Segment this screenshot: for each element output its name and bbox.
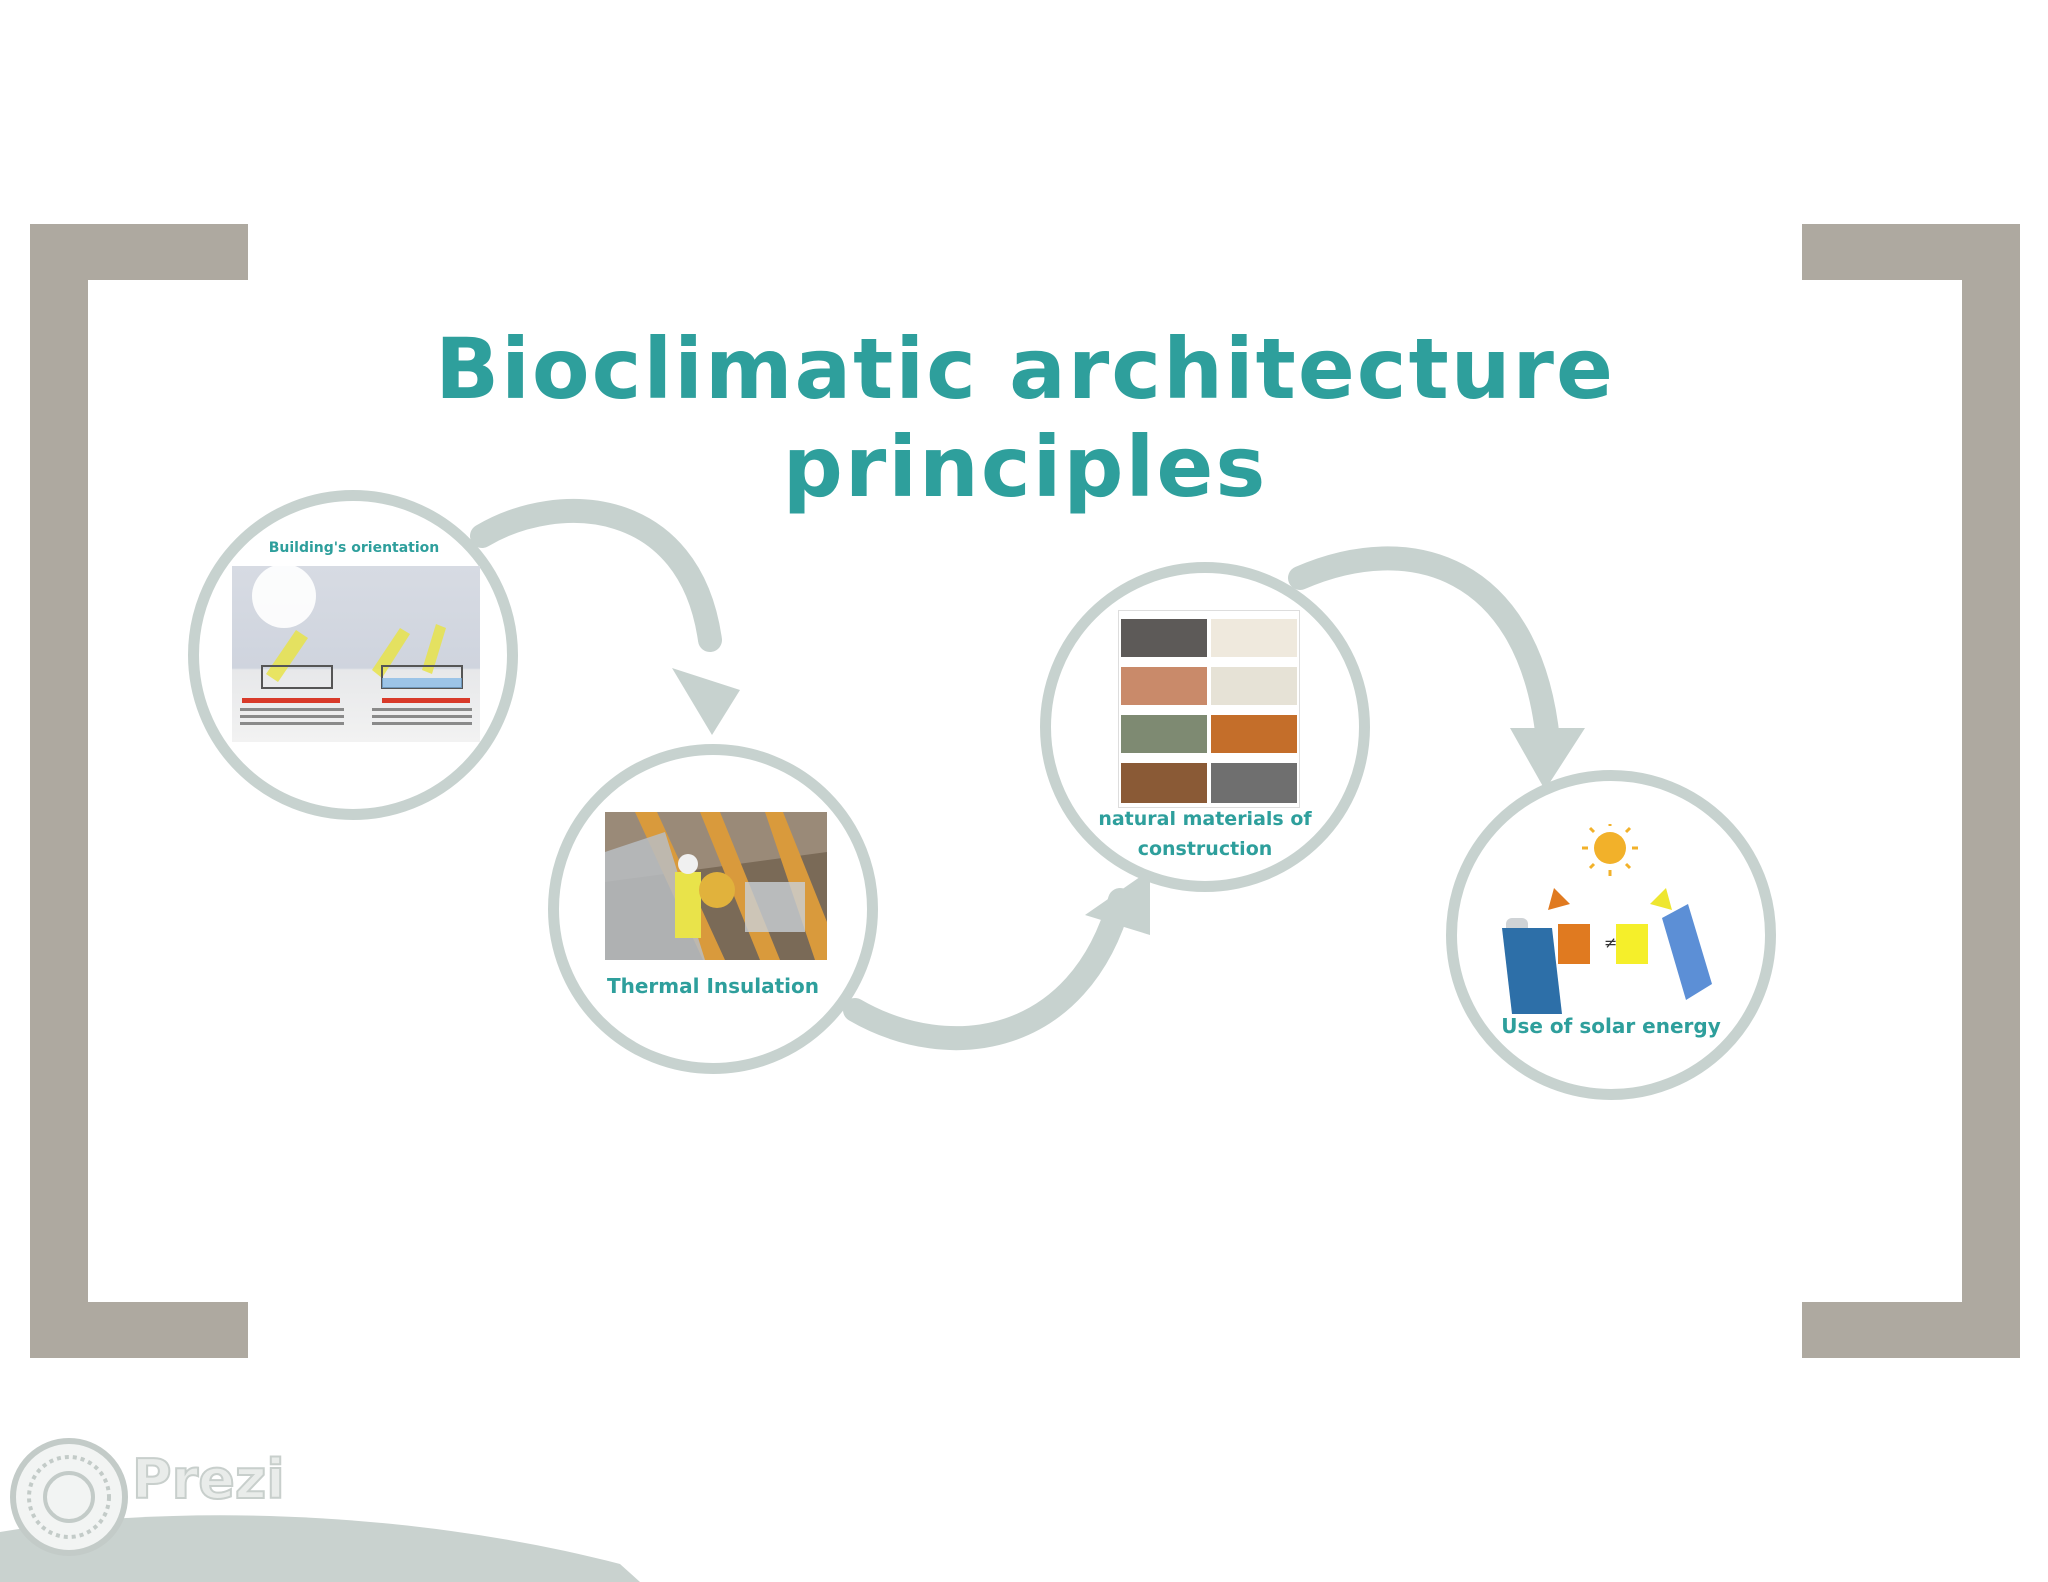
step-3-label-line2: construction xyxy=(1137,838,1273,860)
orientation-diagram-image xyxy=(232,566,480,742)
prezi-logo-text[interactable]: Prezi xyxy=(131,1447,286,1512)
insulation-photo xyxy=(605,812,827,960)
step-3-label-line1: natural materials of xyxy=(1098,808,1312,830)
solar-energy-illustration: ≠ xyxy=(1502,824,1712,1014)
bottom-swoosh xyxy=(0,1515,640,1582)
svg-text:≠: ≠ xyxy=(1604,933,1617,952)
arrow-2-icon xyxy=(843,888,1132,1051)
sun-icon xyxy=(1582,824,1638,876)
arrow-3-head-icon xyxy=(1510,728,1585,790)
arrow-3-icon xyxy=(1288,546,1560,752)
materials-grid-image xyxy=(1118,610,1300,808)
arrow-1-head-icon xyxy=(672,668,740,735)
step-4-label: Use of solar energy xyxy=(1501,1014,1721,1038)
prezi-logo-icon[interactable] xyxy=(4,1432,134,1562)
arrow-2-head-icon xyxy=(1085,870,1150,935)
step-2-label: Thermal Insulation xyxy=(606,974,820,998)
page-title: Bioclimatic architecture principles xyxy=(435,320,1615,516)
step-1-label: Building's orientation xyxy=(268,540,440,556)
arrow-1-icon xyxy=(470,498,722,652)
